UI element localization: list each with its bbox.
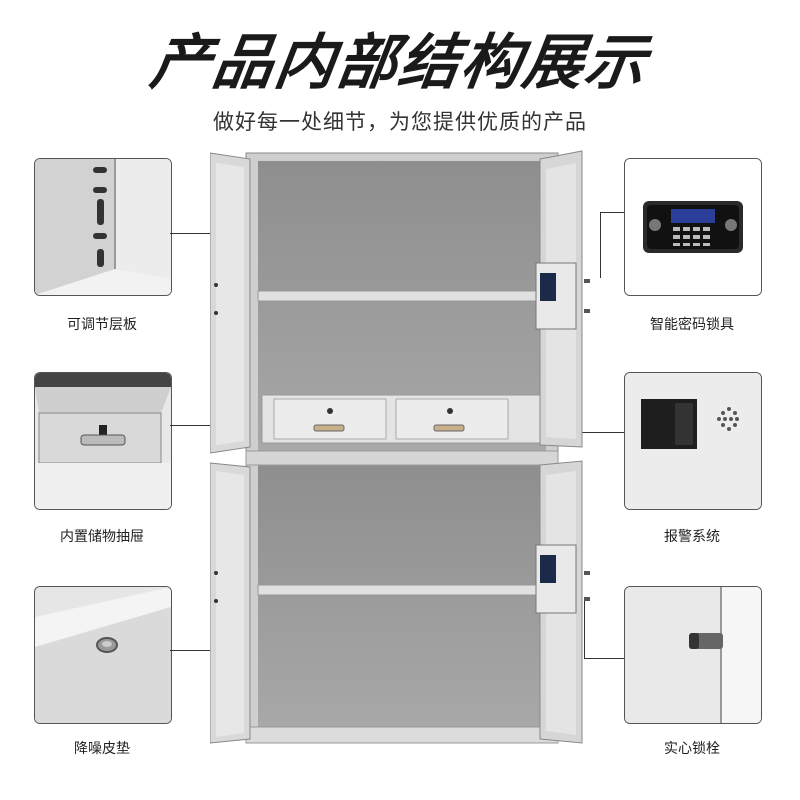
adjustable-shelf-thumbnail [34, 158, 172, 296]
solid-bolt-caption: 实心锁栓 [664, 741, 720, 757]
adjustable-shelf-caption: 可调节层板 [67, 317, 137, 333]
lock-connector-v [600, 212, 601, 278]
noise-pad-thumbnail [34, 586, 172, 724]
page-subtitle: 做好每一处细节，为您提供优质的产品 [213, 110, 587, 134]
noise-pad-caption: 降噪皮垫 [74, 741, 130, 757]
solid-bolt-thumbnail [624, 586, 762, 724]
page-title: 产品内部结构展示 [146, 28, 653, 98]
alarm-system-thumbnail [624, 372, 762, 510]
cabinet-illustration [209, 145, 590, 749]
bolt-connector [584, 658, 624, 659]
storage-drawer-thumbnail [34, 372, 172, 510]
alarm-connector [546, 432, 624, 433]
smart-lock-thumbnail [624, 158, 762, 296]
bolt-connector-v [584, 600, 585, 658]
alarm-system-caption: 报警系统 [664, 529, 720, 545]
lock-connector [600, 212, 624, 213]
smart-lock-caption: 智能密码锁具 [650, 317, 734, 333]
storage-drawer-caption: 内置储物抽屉 [60, 529, 144, 545]
